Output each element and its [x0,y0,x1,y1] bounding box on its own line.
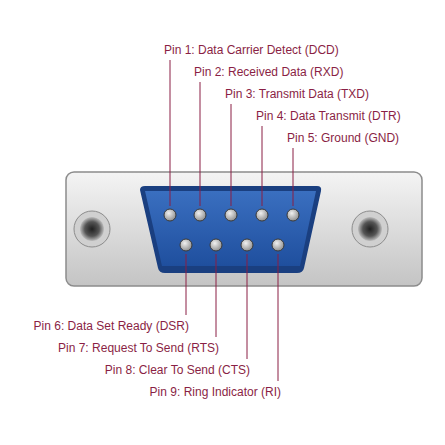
pin-label: Pin 2: Received Data (RXD) [194,65,343,79]
metal-shell [66,172,422,286]
pin [225,209,237,221]
pin-label: Pin 7: Request To Send (RTS) [58,341,219,355]
pin-label: Pin 6: Data Set Ready (DSR) [34,319,189,333]
pin-label: Pin 8: Clear To Send (CTS) [105,363,250,377]
pin-label: Pin 9: Ring Indicator (RI) [150,385,281,399]
leader-line [262,126,263,206]
pin [272,239,284,251]
pin [256,209,268,221]
leader-line [186,254,187,315]
leader-line [216,254,217,337]
leader-line [200,82,201,206]
leader-line [293,148,294,206]
pin-label: Pin 3: Transmit Data (TXD) [225,87,369,101]
leader-line [170,60,171,206]
pin [241,239,253,251]
pin [210,239,222,251]
pin-label: Pin 5: Ground (GND) [287,131,399,145]
pin [287,209,299,221]
pin [194,209,206,221]
pin-label: Pin 1: Data Carrier Detect (DCD) [164,43,339,57]
screw-hole [74,211,110,247]
pin-label: Pin 4: Data Transmit (DTR) [256,109,401,123]
leader-line [247,254,248,359]
pin-row [164,209,299,251]
pin [164,209,176,221]
pin [180,239,192,251]
leader-line [231,104,232,206]
leader-line [278,254,279,381]
screw-hole [80,217,104,241]
screw-hole [352,211,388,247]
screw-hole [358,217,382,241]
